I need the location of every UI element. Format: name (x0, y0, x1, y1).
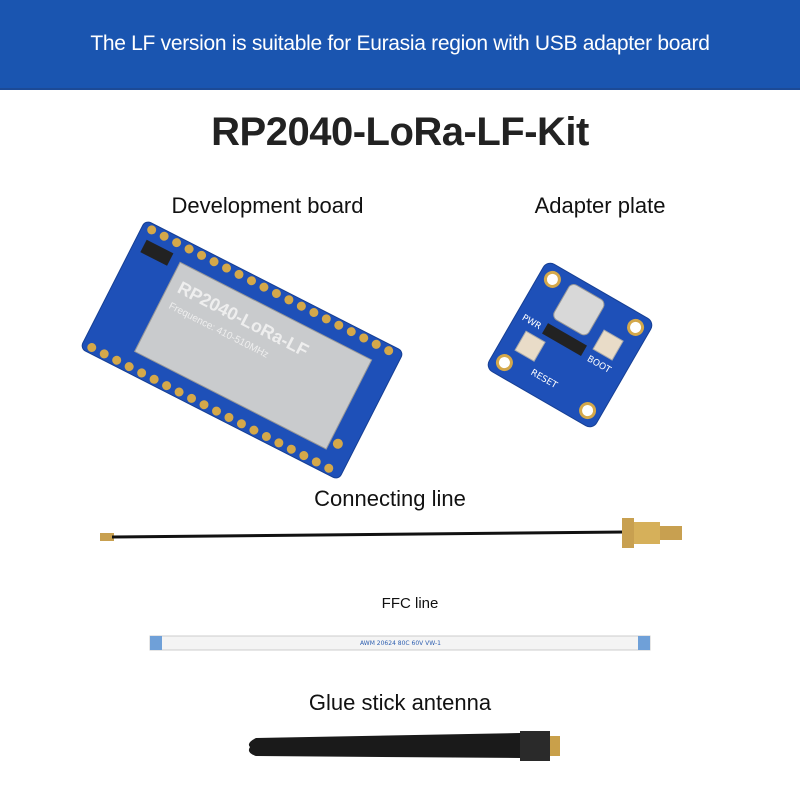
board-pad (384, 346, 394, 356)
antenna-image (248, 731, 560, 761)
board-pad (296, 301, 306, 311)
board-pad (162, 381, 172, 391)
board-pad (199, 400, 209, 410)
board-pad (187, 393, 197, 403)
adapter-plate-image: PWR BOOT RESET (487, 262, 653, 428)
board-pad (236, 419, 246, 429)
board-pad (234, 269, 244, 279)
board-pad (371, 339, 381, 349)
banner-text: The LF version is suitable for Eurasia r… (90, 32, 710, 55)
development-board-image: RP2040-LoRa-LF Frequence: 410-510MHz (81, 221, 403, 479)
board-pad (321, 314, 331, 324)
board-pad (271, 288, 281, 298)
ffc-line-label: FFC line (381, 595, 439, 612)
board-pad (147, 225, 157, 235)
board-pad (284, 295, 294, 305)
board-pad (334, 320, 344, 330)
ffc-marking: AWM 20624 80C 60V VW-1 (360, 640, 441, 647)
board-pad (197, 250, 207, 260)
board-pad (224, 412, 234, 422)
development-board-label: Development board (171, 193, 364, 218)
ffc-line-image: AWM 20624 80C 60V VW-1 (149, 635, 651, 651)
board-pad (184, 244, 194, 254)
page-title: RP2040-LoRa-LF-Kit (211, 110, 589, 154)
board-pad (346, 327, 356, 337)
adapter-plate-label: Adapter plate (534, 193, 666, 218)
board-pad (249, 425, 259, 435)
antenna-label: Glue stick antenna (308, 690, 492, 715)
board-pad (309, 308, 319, 318)
board-pad (124, 362, 134, 372)
board-pad (112, 355, 122, 365)
board-pad (359, 333, 369, 343)
board-pad (299, 451, 309, 461)
connecting-line-image (100, 518, 682, 548)
ufl-connector (332, 438, 343, 449)
usb-c-connector (553, 284, 605, 336)
board-pad (172, 238, 182, 248)
board-pad (324, 463, 334, 473)
board-pad (246, 276, 256, 286)
board-pad (222, 263, 232, 273)
board-pad (259, 282, 269, 292)
connecting-line-label: Connecting line (314, 486, 466, 511)
board-pad (99, 349, 109, 359)
board-pad (274, 438, 284, 448)
board-pad (137, 368, 147, 378)
board-pad (174, 387, 184, 397)
board-pad (286, 444, 296, 454)
board-pad (261, 431, 271, 441)
board-pad (149, 374, 159, 384)
board-pad (311, 457, 321, 467)
board-pad (87, 343, 97, 353)
board-pad (211, 406, 221, 416)
info-banner: The LF version is suitable for Eurasia r… (0, 0, 800, 90)
board-pad (159, 231, 169, 241)
board-pad (209, 257, 219, 267)
